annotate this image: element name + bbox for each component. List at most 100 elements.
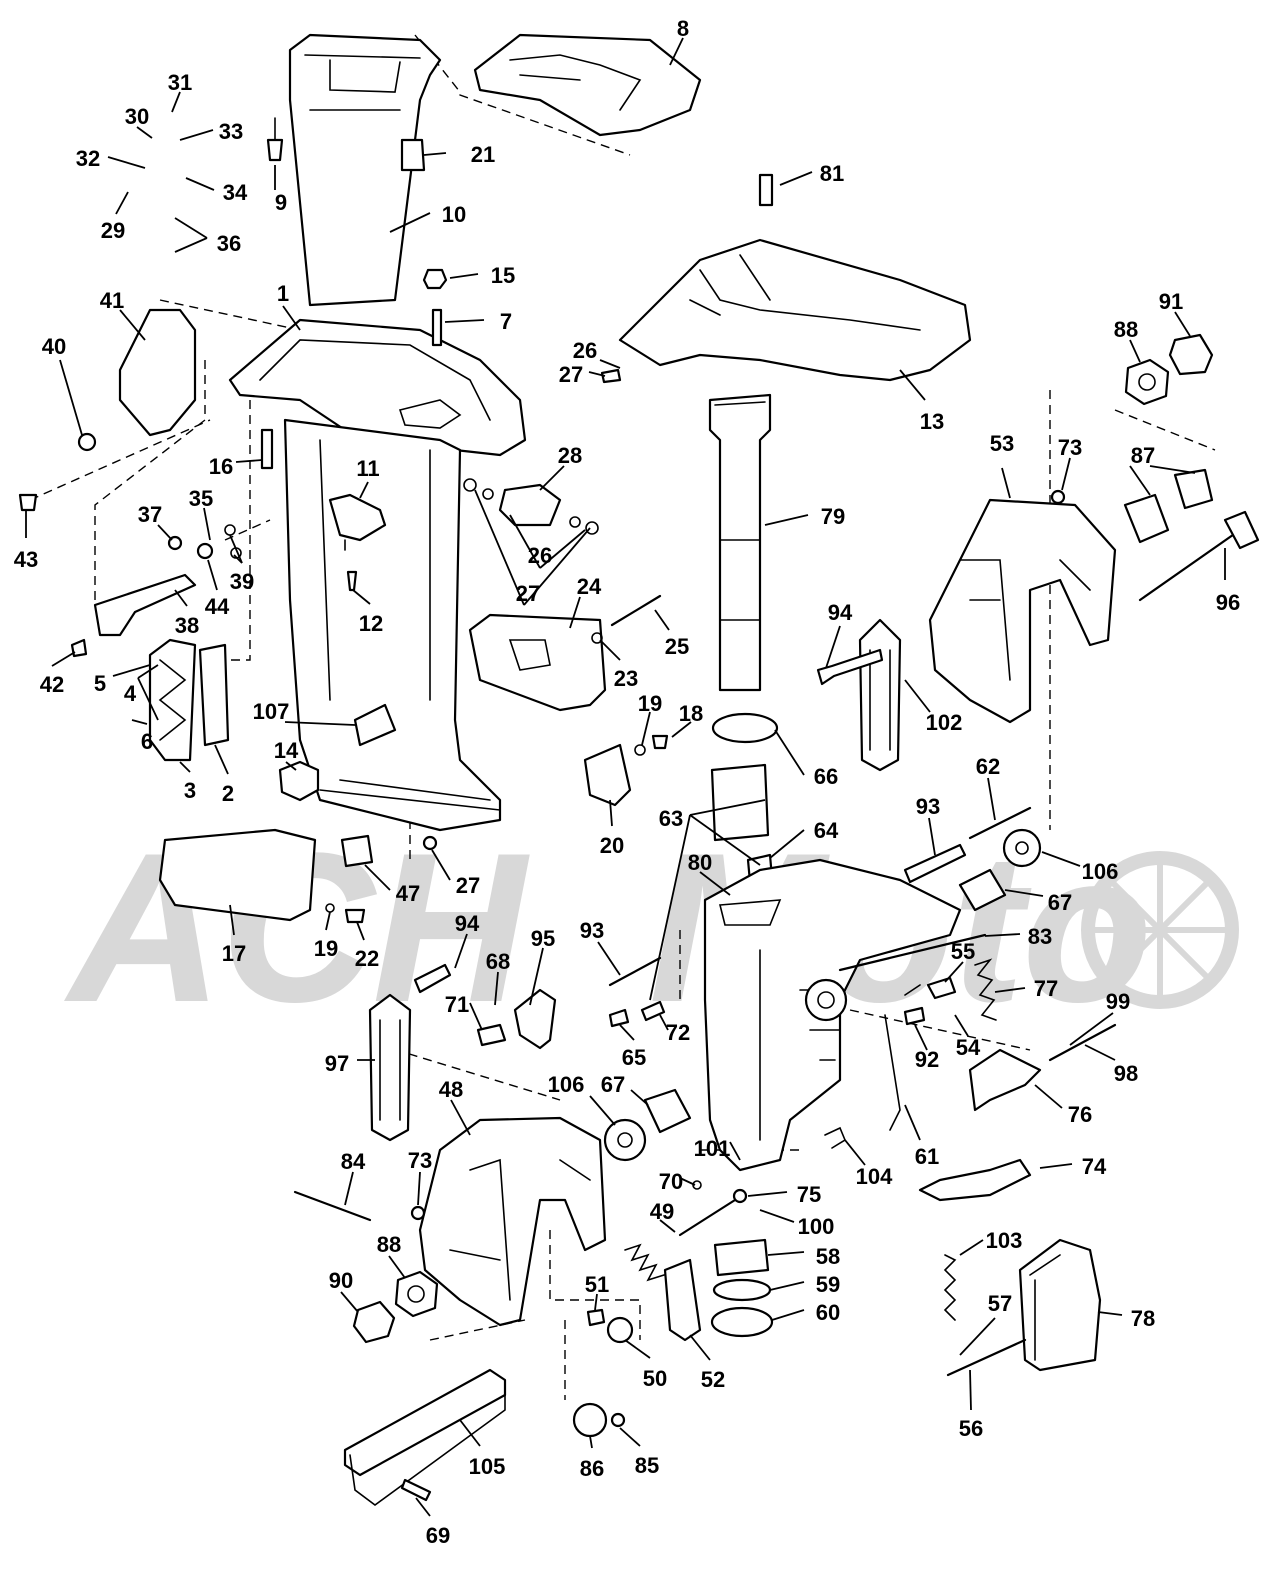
callout-22: 22 xyxy=(355,946,379,971)
callout-8: 8 xyxy=(677,16,689,41)
callout-15: 15 xyxy=(491,263,515,288)
bracket-41 xyxy=(118,308,197,437)
bracket-20 xyxy=(583,743,632,807)
bolt-25 xyxy=(610,594,662,627)
callout-75: 75 xyxy=(797,1182,821,1207)
callout-53: 53 xyxy=(990,431,1014,456)
callout-65: 65 xyxy=(622,1045,646,1070)
shaft-38 xyxy=(93,573,197,637)
callout-37: 37 xyxy=(138,502,162,527)
bushing-87-a xyxy=(1123,493,1170,544)
callout-21: 21 xyxy=(471,142,495,167)
callout-2: 2 xyxy=(222,781,234,806)
callout-14: 14 xyxy=(274,738,299,763)
callout-80: 80 xyxy=(688,850,712,875)
callout-102: 102 xyxy=(926,710,963,735)
callout-68: 68 xyxy=(486,949,510,974)
stud-7 xyxy=(431,308,443,347)
callout-26: 26 xyxy=(573,338,597,363)
callout-25: 25 xyxy=(665,634,689,659)
bolt-84 xyxy=(293,1190,372,1222)
steering-bracket-13 xyxy=(618,238,972,382)
screw-65 xyxy=(608,1008,630,1028)
washer-106-upper xyxy=(1002,828,1042,868)
cap-47 xyxy=(340,834,374,868)
clamp-bracket-53 xyxy=(928,498,1117,724)
nut-15 xyxy=(422,268,448,290)
bracket-74 xyxy=(918,1158,1032,1202)
callout-83: 83 xyxy=(1028,924,1052,949)
callout-11: 11 xyxy=(356,456,379,481)
nut-88-upper xyxy=(1124,358,1170,406)
clip-104 xyxy=(824,1126,847,1149)
bracket-55 xyxy=(926,976,957,1000)
bolt-94-lower xyxy=(413,963,452,994)
callout-94: 94 xyxy=(455,911,480,936)
spring-52 xyxy=(624,1243,665,1282)
spring-77 xyxy=(974,958,997,1021)
callout-81: 81 xyxy=(820,161,844,186)
lever-97 xyxy=(368,993,412,1142)
callout-64: 64 xyxy=(814,818,839,843)
pad-107 xyxy=(353,703,397,747)
callout-3: 3 xyxy=(184,778,196,803)
cover-24 xyxy=(468,613,607,712)
callout-5: 5 xyxy=(94,671,106,696)
callout-47: 47 xyxy=(396,881,420,906)
callout-86: 86 xyxy=(580,1456,604,1481)
callout-90: 90 xyxy=(329,1268,353,1293)
plate-50 xyxy=(606,1316,634,1344)
washer-27-lower xyxy=(422,835,438,851)
cover-17 xyxy=(158,828,317,922)
wire-61 xyxy=(884,984,921,1131)
callout-92: 92 xyxy=(915,1047,939,1072)
rod-83 xyxy=(838,933,987,972)
cap-14 xyxy=(278,760,320,802)
callout-66: 66 xyxy=(814,764,838,789)
cap-90 xyxy=(352,1300,396,1344)
part-shapes xyxy=(18,33,1260,1506)
nut-75 xyxy=(732,1188,748,1204)
callout-94: 94 xyxy=(828,600,853,625)
callout-31: 31 xyxy=(168,70,192,95)
callout-32: 32 xyxy=(76,146,100,171)
callout-9: 9 xyxy=(275,190,287,215)
pad-3 xyxy=(148,638,197,762)
lever-52 xyxy=(663,1258,702,1342)
callout-33: 33 xyxy=(219,119,243,144)
callout-54: 54 xyxy=(956,1035,981,1060)
callout-19: 19 xyxy=(314,936,338,961)
lever-102 xyxy=(858,618,902,772)
callout-101: 101 xyxy=(694,1136,731,1161)
washer-106-lower xyxy=(603,1118,647,1162)
gasket-plate-8 xyxy=(473,33,702,137)
callout-38: 38 xyxy=(175,613,199,638)
nut-73-lower xyxy=(410,1205,426,1221)
callout-51: 51 xyxy=(585,1272,609,1297)
callout-4: 4 xyxy=(124,681,137,706)
callout-73: 73 xyxy=(408,1148,432,1173)
screw-51 xyxy=(586,1308,606,1327)
spring-72 xyxy=(640,1000,666,1022)
callout-76: 76 xyxy=(1068,1102,1092,1127)
callout-67: 67 xyxy=(601,1072,625,1097)
screw-92 xyxy=(903,1006,926,1026)
bolt-16 xyxy=(260,428,274,470)
callout-104: 104 xyxy=(856,1164,893,1189)
callout-27: 27 xyxy=(516,581,540,606)
callout-107: 107 xyxy=(253,699,290,724)
callout-93: 93 xyxy=(916,794,940,819)
bushing-67-lower xyxy=(643,1088,692,1134)
exhaust-housing-10 xyxy=(288,33,442,307)
callout-74: 74 xyxy=(1082,1154,1107,1179)
pin-49 xyxy=(678,1198,737,1237)
screw-18 xyxy=(651,734,669,750)
screw-22 xyxy=(344,908,366,924)
bolt-94-upper xyxy=(816,648,884,686)
callout-85: 85 xyxy=(635,1453,659,1478)
callout-106: 106 xyxy=(1082,859,1119,884)
callout-35: 35 xyxy=(189,486,213,511)
o-ring-59 xyxy=(712,1278,772,1302)
callout-28: 28 xyxy=(558,443,582,468)
